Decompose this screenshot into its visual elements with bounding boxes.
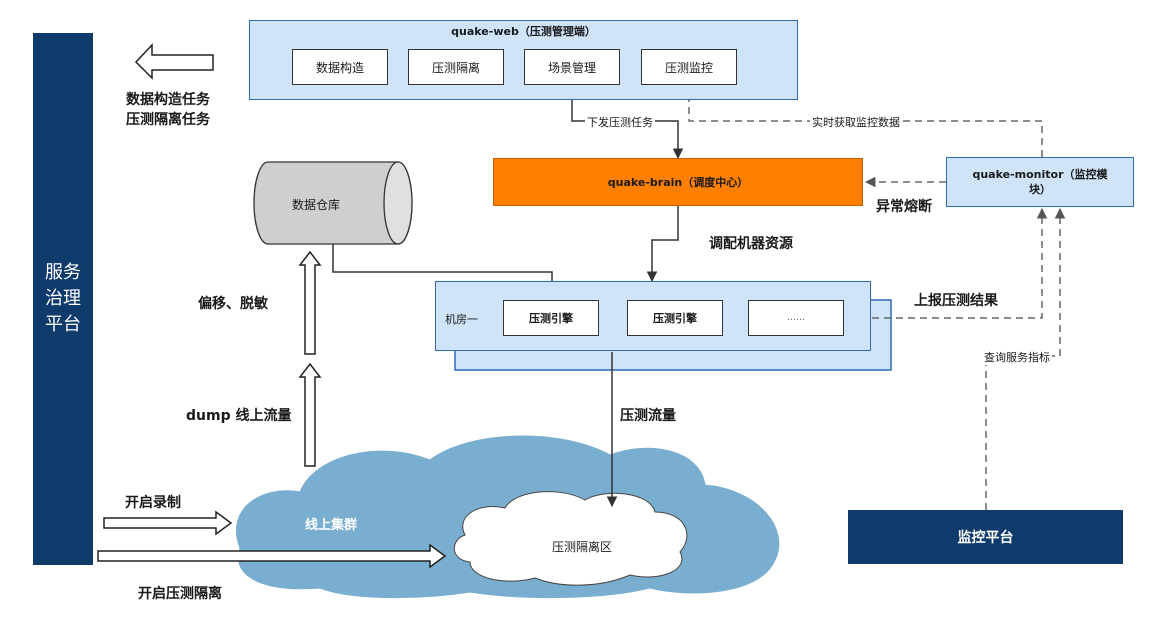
isolation-zone-label: 压测隔离区 <box>552 540 613 554</box>
quake-brain-title: quake-brain（调度中心） <box>607 176 749 189</box>
monitor-title-line1: quake-monitor（监控模 <box>972 168 1108 181</box>
engine-more[interactable]: …… <box>748 300 844 336</box>
data-warehouse-label: 数据仓库 <box>292 198 341 212</box>
left-tasks-label: 数据构造任务 压测隔离任务 <box>126 90 210 130</box>
data-warehouse-cylinder <box>253 161 413 245</box>
quake-monitor-box: quake-monitor（监控模 块） <box>946 157 1134 207</box>
monitoring-platform-box: 监控平台 <box>848 510 1123 564</box>
isolation-zone-cloud <box>453 491 688 586</box>
up-hollow-arrow-lower <box>298 362 322 467</box>
module-monitoring[interactable]: 压测监控 <box>641 49 737 85</box>
edge-label-fuse: 异常熔断 <box>876 199 932 215</box>
task-data-construction: 数据构造任务 <box>126 92 210 108</box>
online-cluster-label: 线上集群 <box>305 518 358 533</box>
edge-label-realtime: 实时获取监控数据 <box>810 114 902 130</box>
edge-label-isolation: 开启压测隔离 <box>138 586 222 602</box>
engine-2[interactable]: 压测引擎 <box>627 300 723 336</box>
edge-query <box>985 207 1066 510</box>
edge-label-allocate: 调配机器资源 <box>709 236 793 252</box>
record-hollow-arrow <box>103 510 233 536</box>
platform-label-line1: 服务 <box>45 262 81 283</box>
edge-label-report: 上报压测结果 <box>914 293 998 309</box>
up-hollow-arrow-upper <box>298 250 322 355</box>
monitoring-platform-label: 监控平台 <box>957 530 1014 546</box>
isolation-hollow-arrow <box>97 543 447 569</box>
edge-allocate <box>646 206 679 283</box>
left-hollow-arrow <box>134 43 214 80</box>
edge-realtime <box>683 84 1043 157</box>
edge-label-record: 开启录制 <box>125 495 181 511</box>
quake-web-title: quake-web（压测管理端） <box>451 25 596 38</box>
monitor-title-line2: 块） <box>1029 183 1051 196</box>
edge-label-traffic: 压测流量 <box>620 408 676 424</box>
edge-label-query: 查询服务指标 <box>982 349 1052 365</box>
edge-label-desensitize: 偏移、脱敏 <box>198 296 268 312</box>
quake-brain-box: quake-brain（调度中心） <box>493 158 863 206</box>
module-scenario-management[interactable]: 场景管理 <box>524 49 620 85</box>
room-one-label: 机房一 <box>445 313 478 326</box>
service-governance-platform: 服务 治理 平台 <box>33 33 93 565</box>
module-isolation[interactable]: 压测隔离 <box>408 49 504 85</box>
edge-report <box>872 207 1048 319</box>
module-data-construction[interactable]: 数据构造 <box>292 49 388 85</box>
task-isolation: 压测隔离任务 <box>126 112 210 128</box>
edge-label-dispatch: 下发压测任务 <box>585 114 655 130</box>
platform-label-line2: 治理 <box>45 288 81 309</box>
platform-label-line3: 平台 <box>45 314 81 335</box>
engine-1[interactable]: 压测引擎 <box>503 300 599 336</box>
edge-label-dump: dump 线上流量 <box>186 408 292 424</box>
